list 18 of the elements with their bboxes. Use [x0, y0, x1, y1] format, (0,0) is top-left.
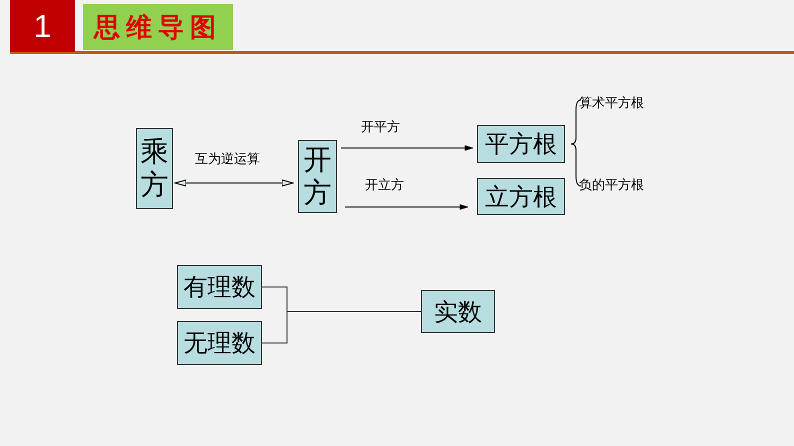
title-banner: 思维导图: [83, 4, 233, 50]
concept-box: 有理数: [177, 265, 262, 309]
arrow: [340, 145, 474, 151]
number-badge: 1: [10, 0, 75, 52]
concept-box: 平方根: [477, 125, 565, 163]
concept-box: 实数: [421, 290, 495, 333]
concept-box: 立方根: [477, 178, 565, 215]
branch-label: 负的平方根: [579, 179, 644, 192]
edge-label: 开平方: [361, 121, 400, 134]
concept-box: 开方: [298, 140, 337, 213]
double-arrow: [174, 180, 294, 186]
concept-box: 乘方: [136, 128, 173, 209]
arrow: [344, 204, 468, 210]
edge-label: 开立方: [365, 179, 404, 192]
concept-box: 无理数: [177, 321, 262, 365]
branch-label: 算术平方根: [579, 97, 644, 110]
edge-label: 互为逆运算: [195, 153, 260, 166]
connector-line: [262, 311, 422, 344]
